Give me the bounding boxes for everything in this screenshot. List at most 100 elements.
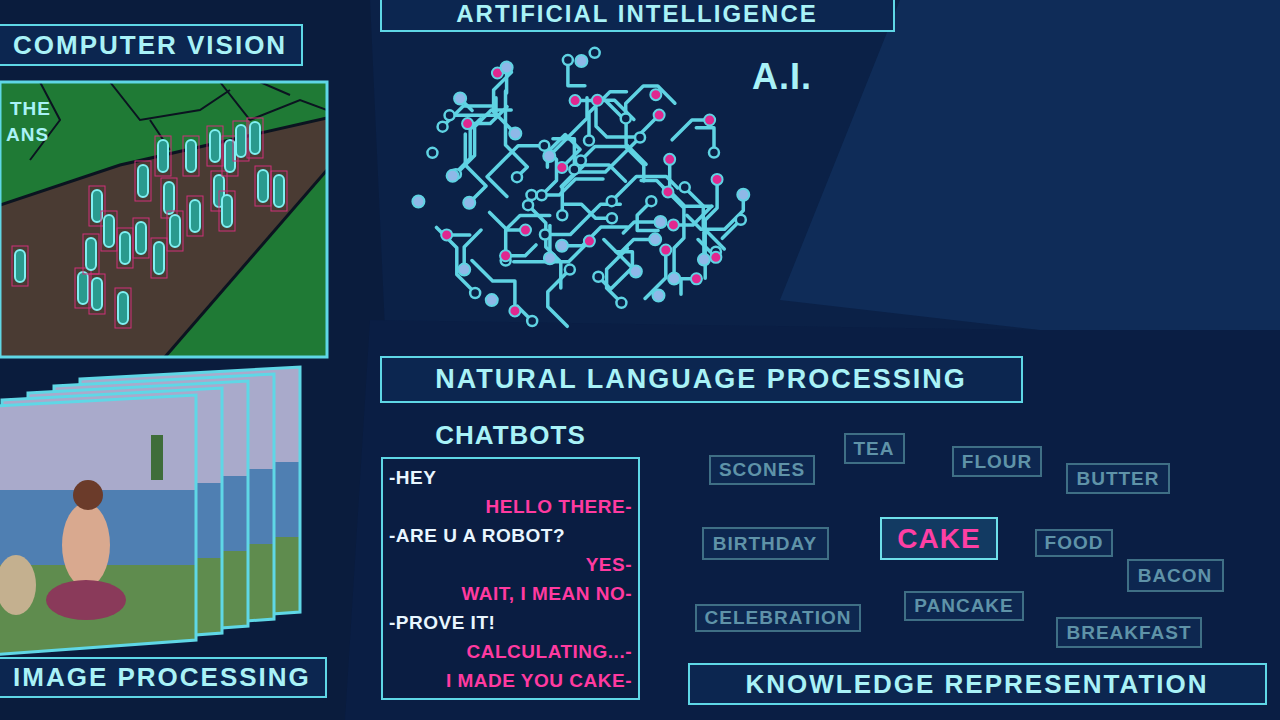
- box-label: NATURAL LANGUAGE PROCESSING: [435, 364, 967, 395]
- bounding-box: [247, 118, 263, 158]
- circuit-node: [652, 289, 664, 301]
- circuit-node: [650, 89, 661, 100]
- circuit-node: [563, 55, 573, 65]
- circuit-node: [540, 230, 550, 240]
- circuit-node: [512, 172, 522, 182]
- background-region: [780, 0, 1280, 330]
- person-figure: [186, 140, 196, 172]
- circuit-node: [412, 196, 424, 208]
- circuit-node: [710, 252, 721, 263]
- background-region: [345, 320, 1280, 720]
- box-label: BIRTHDAY: [713, 533, 817, 555]
- circuit-trace: [562, 227, 627, 246]
- circuit-trace: [565, 204, 612, 218]
- circuit-node: [607, 196, 617, 206]
- circuit-trace: [437, 227, 476, 293]
- circuit-node: [441, 229, 452, 240]
- box-label: BACON: [1138, 565, 1213, 587]
- box-label: CELEBRATION: [705, 607, 852, 629]
- person-figure: [86, 238, 96, 270]
- circuit-trace: [670, 159, 712, 206]
- bounding-box: [101, 211, 117, 251]
- circuit-node: [557, 210, 567, 220]
- circuit-node: [463, 197, 475, 209]
- circuit-node: [575, 55, 587, 67]
- bot-message: I MADE YOU CAKE-: [389, 666, 632, 695]
- person-figure: [190, 200, 200, 232]
- highlighted-word-box: CAKE: [880, 517, 998, 560]
- circuit-node: [691, 273, 702, 284]
- person-figure: [120, 232, 130, 264]
- circuit-trace: [562, 165, 625, 215]
- circuit-trace: [685, 187, 725, 249]
- circuit-node: [570, 95, 581, 106]
- circuit-node: [584, 236, 595, 247]
- topic-box: NATURAL LANGUAGE PROCESSING: [380, 356, 1023, 403]
- circuit-node: [539, 141, 549, 151]
- circuit-trace: [465, 134, 486, 203]
- box-label: ARTIFICIAL INTELLIGENCE: [456, 0, 818, 28]
- circuit-trace: [612, 177, 678, 202]
- circuit-node: [470, 288, 480, 298]
- bot-message: YES-: [389, 550, 632, 579]
- person-figure: [210, 130, 220, 162]
- circuit-node: [458, 264, 470, 276]
- bounding-box: [255, 166, 271, 206]
- circuit-node: [427, 148, 437, 158]
- circuit-trace: [575, 101, 646, 165]
- circuit-node: [501, 62, 513, 74]
- person-figure: [15, 250, 25, 282]
- circuit-node: [736, 215, 746, 225]
- user-message: -ARE U A ROBOT?: [389, 521, 632, 550]
- processed-image: [0, 395, 196, 665]
- circuit-node: [616, 298, 626, 308]
- bather-body: [62, 503, 110, 587]
- circuit-node: [509, 127, 521, 139]
- circuit-node: [486, 294, 498, 306]
- word-box: PANCAKE: [904, 591, 1024, 621]
- topic-box: KNOWLEDGE REPRESENTATION: [688, 663, 1267, 705]
- circuit-node: [649, 233, 661, 245]
- person-figure: [258, 170, 268, 202]
- person-figure: [154, 242, 164, 274]
- person-figure: [250, 122, 260, 154]
- circuit-node: [520, 225, 531, 236]
- bounding-box: [187, 196, 203, 236]
- circuit-node: [544, 252, 556, 264]
- circuit-node: [523, 200, 533, 210]
- circuit-node: [500, 250, 511, 261]
- topic-box: IMAGE PROCESSING: [0, 657, 327, 698]
- circuit-node: [704, 114, 715, 125]
- path-ground: [0, 118, 327, 357]
- bounding-box: [207, 126, 223, 166]
- image-frame: [0, 395, 196, 656]
- circuit-node: [593, 272, 603, 282]
- bot-message: HELLO THERE-: [389, 492, 632, 521]
- circuit-node: [569, 164, 579, 174]
- bather-head: [73, 480, 103, 510]
- bounding-box: [12, 246, 28, 286]
- circuit-node: [454, 93, 466, 105]
- circuit-node: [445, 110, 455, 120]
- circuit-trace: [607, 248, 628, 302]
- bounding-box: [161, 178, 177, 218]
- bounding-box: [135, 161, 151, 201]
- circuit-node: [654, 216, 666, 228]
- circuit-trace: [506, 91, 528, 177]
- ai-label: A.I.: [752, 56, 812, 98]
- word-box: CELEBRATION: [695, 604, 862, 632]
- circuit-node: [556, 162, 567, 173]
- bot-message: CALCULATING...-: [389, 637, 632, 666]
- circuit-node: [590, 48, 600, 58]
- bounding-box: [89, 186, 105, 226]
- box-label: IMAGE PROCESSING: [13, 662, 311, 693]
- user-message: -HEY: [389, 463, 632, 492]
- image-processing-stack: [0, 367, 300, 665]
- bounding-box: [167, 211, 183, 251]
- grass: [0, 82, 327, 357]
- map-line: [30, 82, 327, 160]
- chatbot-panel: CHATBOTS-HEYHELLO THERE--ARE U A ROBOT?Y…: [381, 418, 640, 700]
- circuit-trace: [472, 261, 515, 311]
- map-line: [165, 170, 327, 357]
